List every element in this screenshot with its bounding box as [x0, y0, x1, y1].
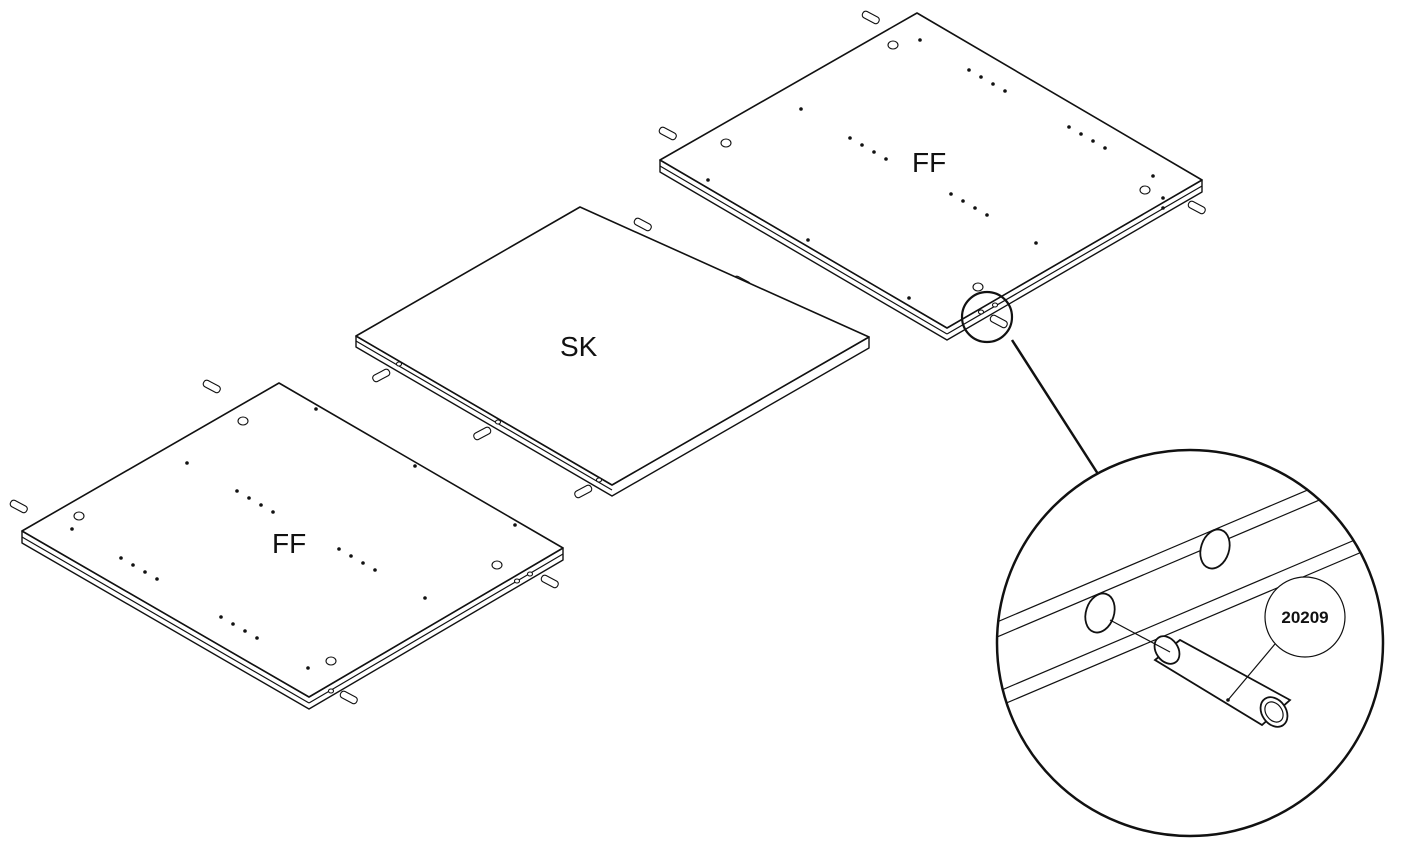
- dowel-pin: [574, 484, 593, 499]
- dowel-pin: [1187, 200, 1206, 215]
- part-number-label: 20209: [1281, 608, 1328, 627]
- detail-callout: 20209: [960, 290, 1385, 838]
- dowel-hole: [1199, 528, 1231, 570]
- panel-label-ff-bottom: FF: [272, 528, 306, 559]
- dowel-pin: [540, 574, 559, 589]
- dowel-pin: [339, 690, 358, 705]
- panel-sk-middle: SK: [355, 206, 870, 499]
- callout-leader-line: [1010, 339, 1100, 475]
- dowel-pin-magnified: [1153, 635, 1292, 728]
- panel-ff-top-right: FF: [658, 10, 1206, 341]
- dowel-pin: [658, 126, 677, 141]
- dowel-pin: [861, 10, 880, 25]
- panel-label-sk: SK: [560, 331, 598, 362]
- dowel-hole: [1084, 592, 1116, 634]
- dowel-pin: [473, 426, 492, 441]
- dowel-pin: [989, 314, 1008, 329]
- callout-small-circle: [960, 290, 1014, 344]
- panel-label-ff-top: FF: [912, 147, 946, 178]
- dowel-pin: [372, 368, 391, 383]
- dowel-pin: [9, 499, 28, 514]
- detail-magnified-circle: [995, 448, 1385, 838]
- dowel-pin: [202, 379, 221, 394]
- part-number-bubble: [1264, 576, 1346, 658]
- dowel-pin: [633, 217, 652, 232]
- panel-ff-bottom-left: FF: [9, 379, 564, 710]
